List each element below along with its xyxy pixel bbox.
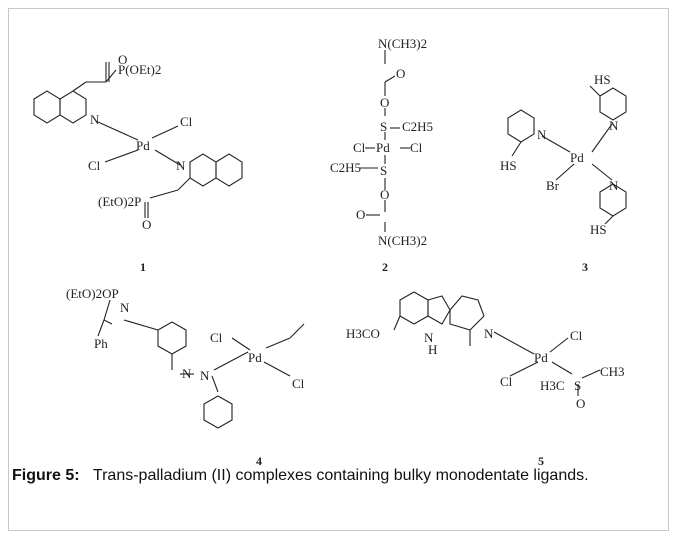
c5-atom-4: Cl	[570, 328, 583, 343]
c3-atom-4: Pd	[570, 150, 584, 165]
c4-atom-0: (EtO)2OP	[66, 286, 119, 301]
c3-atom-2: N	[609, 118, 619, 133]
c5-atom-7: Cl	[500, 374, 513, 389]
figure-caption-text: Trans-palladium (II) complexes containin…	[92, 467, 589, 484]
c1-atom-2: N	[90, 112, 100, 127]
c1-number: 1	[140, 260, 146, 274]
c5-atom-0: H3CO	[346, 326, 380, 341]
c3-atom-7: HS	[590, 222, 607, 237]
c2-atom-2: O	[380, 95, 389, 110]
compound-1: O P(OEt)2 N Cl Pd Cl N (EtO)2P O 1	[33, 52, 243, 274]
c2-atom-8: C2H5	[330, 160, 361, 175]
c4-atom-1: N	[120, 300, 130, 315]
c2-atom-1: O	[396, 66, 405, 81]
c5-atom-6: CH3	[600, 364, 625, 379]
c3-number: 3	[582, 260, 588, 274]
c5-atom-8: H3C	[540, 378, 565, 393]
compound-2: N(CH3)2 O O S C2H5 Cl Pd Cl C2H5 S O O N…	[330, 36, 433, 274]
c1-atom-3: Cl	[180, 114, 193, 129]
c2-atom-4: C2H5	[402, 119, 433, 134]
c1-atom-8: O	[142, 217, 151, 232]
compound-5: H3CO N H N Cl Pd CH3 Cl H3C S O 5	[346, 291, 625, 468]
c2-atom-3: S	[380, 119, 387, 134]
c1-atom-0: O	[118, 52, 127, 67]
c4-atom-5: Cl	[292, 376, 305, 391]
c4-atom-6: N	[182, 366, 192, 381]
c5-atom-5: Pd	[534, 350, 548, 365]
c2-atom-10: O	[380, 187, 389, 202]
c3-atom-3: HS	[500, 158, 517, 173]
figure-label: Figure 5:	[12, 467, 80, 484]
c3-atom-0: HS	[594, 72, 611, 87]
c1-atom-1: P(OEt)2	[118, 62, 161, 77]
c1-atom-4: Pd	[136, 138, 150, 153]
c3-atom-1: N	[537, 127, 547, 142]
c2-atom-11: O	[356, 207, 365, 222]
c4-atom-4: Pd	[248, 350, 262, 365]
c5-atom-1: N	[424, 330, 434, 345]
c2-atom-6: Pd	[376, 140, 390, 155]
c5-atom-10: O	[576, 396, 585, 411]
c1-atom-5: Cl	[88, 158, 101, 173]
figure-caption: Figure 5: Trans-palladium (II) complexes…	[12, 466, 664, 486]
c5-atom-2: H	[428, 342, 437, 357]
c5-atom-9: S	[574, 378, 581, 393]
c2-number: 2	[382, 260, 388, 274]
c2-atom-12: N(CH3)2	[378, 233, 427, 248]
c2-atom-9: S	[380, 163, 387, 178]
c4-atom-3: Cl	[210, 330, 223, 345]
c2-atom-5: Cl	[353, 140, 366, 155]
compound-3: HS N N HS Pd Br N HS 3	[500, 72, 627, 274]
c1-atom-7: (EtO)2P	[98, 194, 141, 209]
c3-atom-6: N	[609, 178, 619, 193]
compound-4: (EtO)2OP N Ph Cl Pd Cl N N 4	[66, 286, 305, 468]
c4-atom-7: N	[200, 368, 210, 383]
c2-atom-7: Cl	[410, 140, 423, 155]
c1-atom-6: N	[176, 158, 186, 173]
c4-number: 4	[256, 454, 262, 468]
c5-number: 5	[538, 454, 544, 468]
c4-atom-2: Ph	[94, 336, 108, 351]
c2-atom-0: N(CH3)2	[378, 36, 427, 51]
c3-atom-5: Br	[546, 178, 560, 193]
c5-atom-3: N	[484, 326, 494, 341]
figure-frame	[8, 8, 669, 531]
